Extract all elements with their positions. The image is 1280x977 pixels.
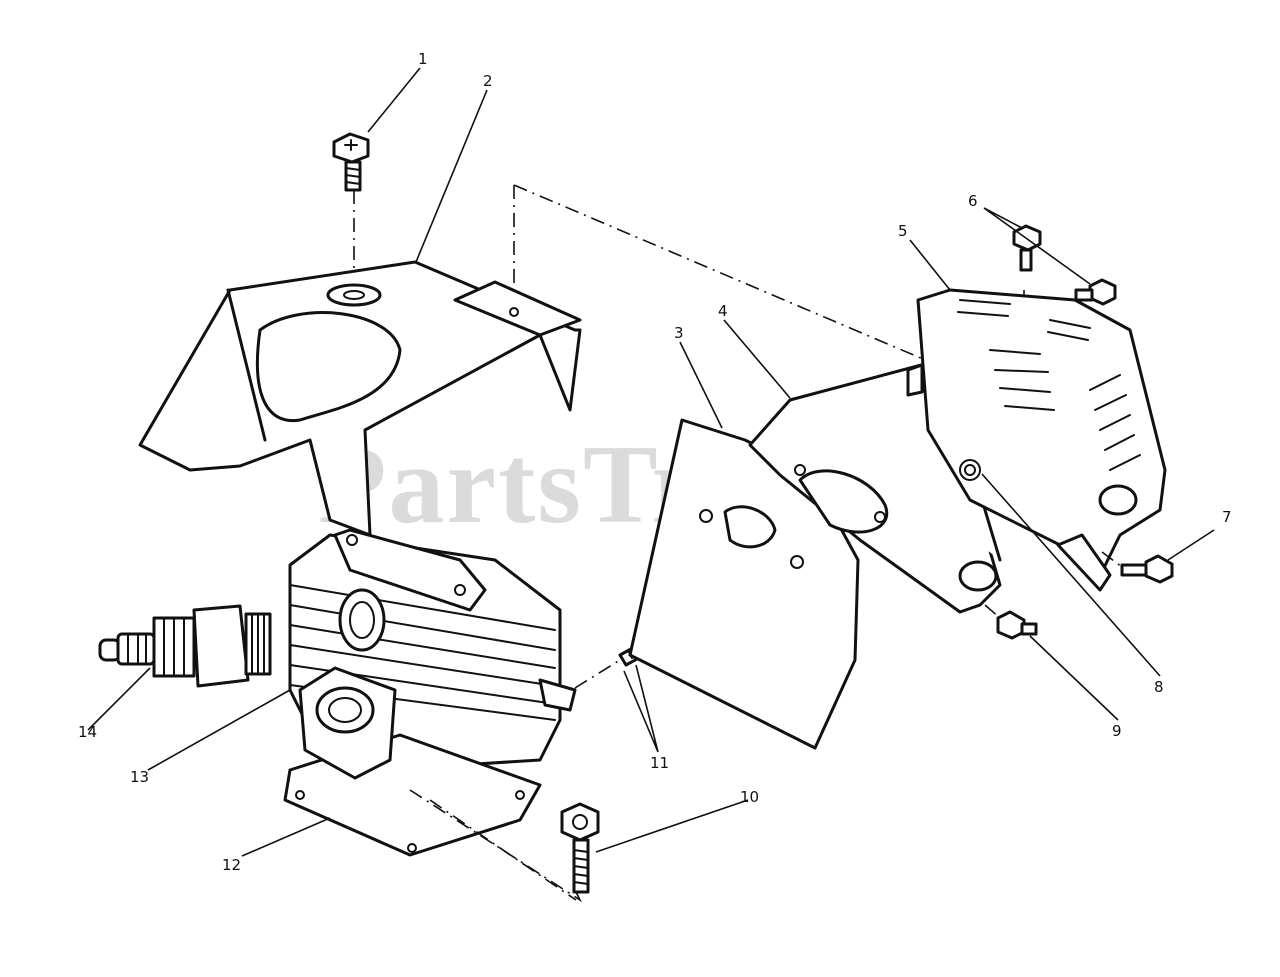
callout-2: 2 <box>483 72 493 90</box>
callout-7: 7 <box>1222 508 1232 526</box>
screw-part-9 <box>996 610 1038 640</box>
cylinder-shroud-part-2 <box>138 260 582 537</box>
leader-line-2 <box>415 89 488 263</box>
callout-4: 4 <box>718 302 728 320</box>
leader-line-1 <box>367 67 421 133</box>
base-gasket-part-12 <box>283 666 542 857</box>
callout-9: 9 <box>1112 722 1122 740</box>
leader-line-8 <box>981 473 1161 677</box>
leader-line-7 <box>1167 529 1215 561</box>
leader-line-13 <box>147 689 291 771</box>
callout-8: 8 <box>1154 678 1164 696</box>
callout-11: 11 <box>650 754 669 772</box>
screw-part-7 <box>1120 554 1174 584</box>
callout-10: 10 <box>740 788 759 806</box>
leader-line-11 <box>623 664 659 753</box>
callout-14: 14 <box>78 723 97 741</box>
alignment-line-stud <box>574 659 621 689</box>
alignment-line-screw-9 <box>984 604 1001 619</box>
leader-line-6 <box>983 207 1091 285</box>
leader-line-5 <box>909 239 951 291</box>
leader-line-10 <box>595 799 749 853</box>
leader-line-14 <box>87 667 151 731</box>
leader-line-9 <box>1029 635 1119 721</box>
callout-12: 12 <box>222 856 241 874</box>
callout-5: 5 <box>898 222 908 240</box>
alignment-line-bolt-10b <box>429 799 577 901</box>
screw-part-6-side <box>1074 278 1117 306</box>
heat-shield-part-3 <box>628 418 860 750</box>
leader-line-3 <box>679 341 723 429</box>
callout-1: 1 <box>418 50 428 68</box>
callout-6: 6 <box>968 192 978 210</box>
muffler-guard-part-5 <box>906 288 1167 592</box>
alignment-line-screw-7 <box>1101 551 1123 568</box>
screw-part-1 <box>332 132 370 192</box>
callout-13: 13 <box>130 768 149 786</box>
bolt-part-10 <box>560 802 600 894</box>
leader-line-4 <box>723 319 791 399</box>
callout-3: 3 <box>674 324 684 342</box>
spark-plug-part-14 <box>98 604 272 688</box>
alignment-line-bolt-10 <box>409 789 583 903</box>
alignment-line-top <box>513 184 931 363</box>
leader-line-12 <box>241 817 331 857</box>
